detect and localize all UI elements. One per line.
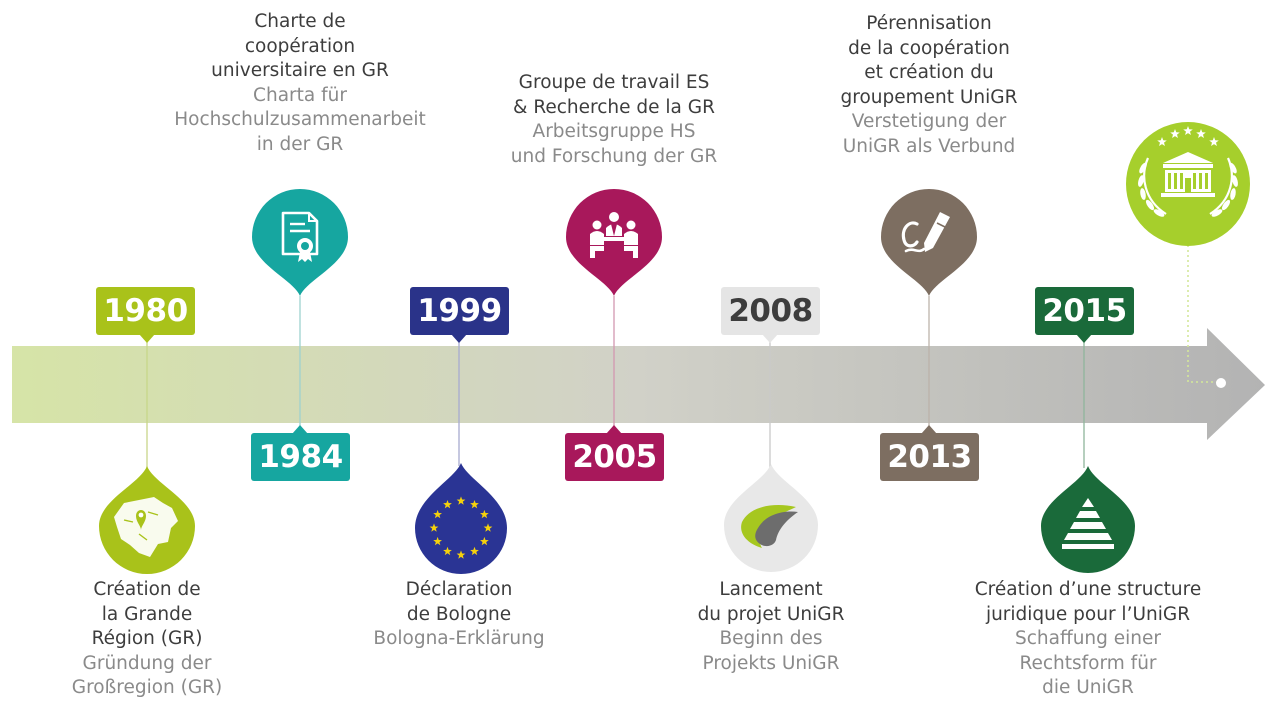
eu-star bbox=[443, 546, 452, 556]
eu-star bbox=[433, 536, 442, 546]
caption-fr-line: Charte de bbox=[254, 11, 346, 32]
laurel-star bbox=[1196, 129, 1206, 139]
future-endpoint-dot bbox=[1216, 378, 1226, 388]
laurel-star bbox=[1170, 129, 1180, 139]
year-label-1984: 1984 bbox=[258, 439, 343, 475]
caption-fr-line: et création du bbox=[864, 62, 994, 83]
year-badge-2015-bg bbox=[1035, 287, 1134, 335]
future-milestone bbox=[1126, 122, 1250, 246]
caption-fr-line: de Bologne bbox=[406, 603, 512, 625]
caption-de-line: Charta für bbox=[253, 84, 347, 106]
year-label-2013: 2013 bbox=[887, 439, 972, 475]
eu-star bbox=[443, 500, 452, 509]
caption-de-line: Arbeitsgruppe HS bbox=[532, 121, 696, 142]
event-2015 bbox=[1035, 287, 1135, 573]
timeline-arrow bbox=[12, 328, 1265, 440]
year-label-1999: 1999 bbox=[417, 293, 502, 329]
caption-fr-line: Lancement bbox=[719, 579, 823, 600]
university-laurel-stars-icon bbox=[1138, 126, 1238, 217]
eu-star bbox=[456, 496, 466, 505]
year-badge-1999-bg bbox=[410, 287, 509, 335]
caption-2015: Création d’une structure juridique pour … bbox=[938, 578, 1238, 701]
caption-fr-line: Création de bbox=[93, 579, 201, 600]
caption-fr-line: juridique pour l’UniGR bbox=[985, 603, 1191, 625]
caption-1999: Déclaration de Bologne Bologna-Erklärung bbox=[339, 578, 579, 652]
working-group-icon bbox=[590, 212, 638, 258]
unigr-logo-icon bbox=[741, 504, 798, 548]
caption-fr-line: groupement UniGR bbox=[840, 86, 1018, 108]
year-badge-2005-bg bbox=[565, 433, 664, 481]
caption-fr-line: & Recherche de la GR bbox=[513, 96, 715, 118]
drop-2005 bbox=[566, 189, 662, 296]
drop-1999 bbox=[415, 463, 507, 574]
caption-de-line: Bologna-Erklärung bbox=[373, 628, 545, 649]
drop-2015 bbox=[1041, 466, 1135, 573]
eu-star bbox=[480, 509, 489, 519]
year-badge-2013-bg bbox=[880, 433, 979, 481]
caption-fr-line: Pérennisation bbox=[866, 13, 992, 34]
event-2005 bbox=[565, 189, 664, 481]
caption-fr-line: du projet UniGR bbox=[697, 603, 845, 625]
year-badge-1980-bg bbox=[96, 287, 195, 335]
caption-fr-line: Région (GR) bbox=[91, 628, 203, 649]
eu-star bbox=[433, 509, 442, 519]
caption-de-line: Projekts UniGR bbox=[702, 652, 840, 674]
event-1980 bbox=[96, 287, 195, 574]
caption-fr-line: Création d’une structure bbox=[974, 579, 1202, 600]
map-region-icon bbox=[114, 497, 178, 557]
eu-star bbox=[470, 500, 479, 509]
caption-de-line: UniGR als Verbund bbox=[842, 135, 1016, 157]
caption-de-line: Beginn des bbox=[719, 628, 823, 649]
event-2008 bbox=[721, 287, 820, 572]
laurel-star bbox=[1209, 137, 1219, 147]
caption-fr-line: de la coopération bbox=[848, 37, 1010, 59]
caption-2008: Lancement du projet UniGR Beginn des Pro… bbox=[651, 578, 891, 676]
laurel-star bbox=[1157, 137, 1167, 147]
year-badge-1984-bg bbox=[251, 433, 350, 481]
year-label-1980: 1980 bbox=[103, 293, 188, 329]
caption-de-line: Schaffung einer bbox=[1014, 628, 1162, 649]
eu-star bbox=[480, 536, 489, 546]
eu-star bbox=[483, 523, 493, 532]
legal-pyramid-icon bbox=[1062, 498, 1114, 549]
eu-star bbox=[470, 546, 479, 556]
caption-de-line: die UniGR bbox=[1042, 677, 1134, 698]
caption-2005: Groupe de travail ES & Recherche de la G… bbox=[464, 71, 764, 169]
caption-fr-line: coopération bbox=[244, 35, 356, 57]
event-1999 bbox=[410, 287, 509, 574]
caption-fr-line: Groupe de travail ES bbox=[518, 72, 710, 93]
caption-de-line: Hochschulzusammenarbeit bbox=[174, 109, 426, 130]
year-badge-2008-bg bbox=[721, 287, 820, 335]
caption-de-line: Großregion (GR) bbox=[71, 677, 223, 698]
caption-de-line: Rechtsform für bbox=[1019, 652, 1157, 674]
year-label-2015: 2015 bbox=[1042, 293, 1127, 329]
event-2013 bbox=[880, 189, 979, 481]
eu-star bbox=[429, 523, 439, 532]
connector-lines bbox=[146, 296, 1085, 470]
eu-stars-icon bbox=[429, 496, 493, 559]
future-dotted-connector bbox=[1187, 245, 1220, 383]
caption-fr-line: Déclaration bbox=[405, 579, 513, 600]
certificate-icon bbox=[281, 211, 319, 262]
caption-de-line: und Forschung der GR bbox=[510, 145, 718, 167]
caption-fr-line: universitaire en GR bbox=[211, 60, 389, 81]
caption-2013: Pérennisation de la coopération et créat… bbox=[779, 12, 1079, 159]
caption-de-line: Gründung der bbox=[82, 652, 212, 674]
year-label-2005: 2005 bbox=[572, 439, 657, 475]
caption-de-line: Verstetigung der bbox=[851, 111, 1007, 132]
caption-1980: Création de la Grande Région (GR) Gründu… bbox=[27, 578, 267, 701]
laurel-star bbox=[1183, 126, 1193, 136]
eu-star bbox=[456, 550, 466, 559]
caption-fr-line: la Grande bbox=[101, 603, 193, 625]
event-1984 bbox=[251, 189, 350, 481]
caption-1984: Charte de coopération universitaire en G… bbox=[150, 10, 450, 157]
signature-pen-icon bbox=[901, 212, 950, 253]
year-label-2008: 2008 bbox=[728, 293, 813, 329]
caption-de-line: in der GR bbox=[256, 133, 344, 155]
